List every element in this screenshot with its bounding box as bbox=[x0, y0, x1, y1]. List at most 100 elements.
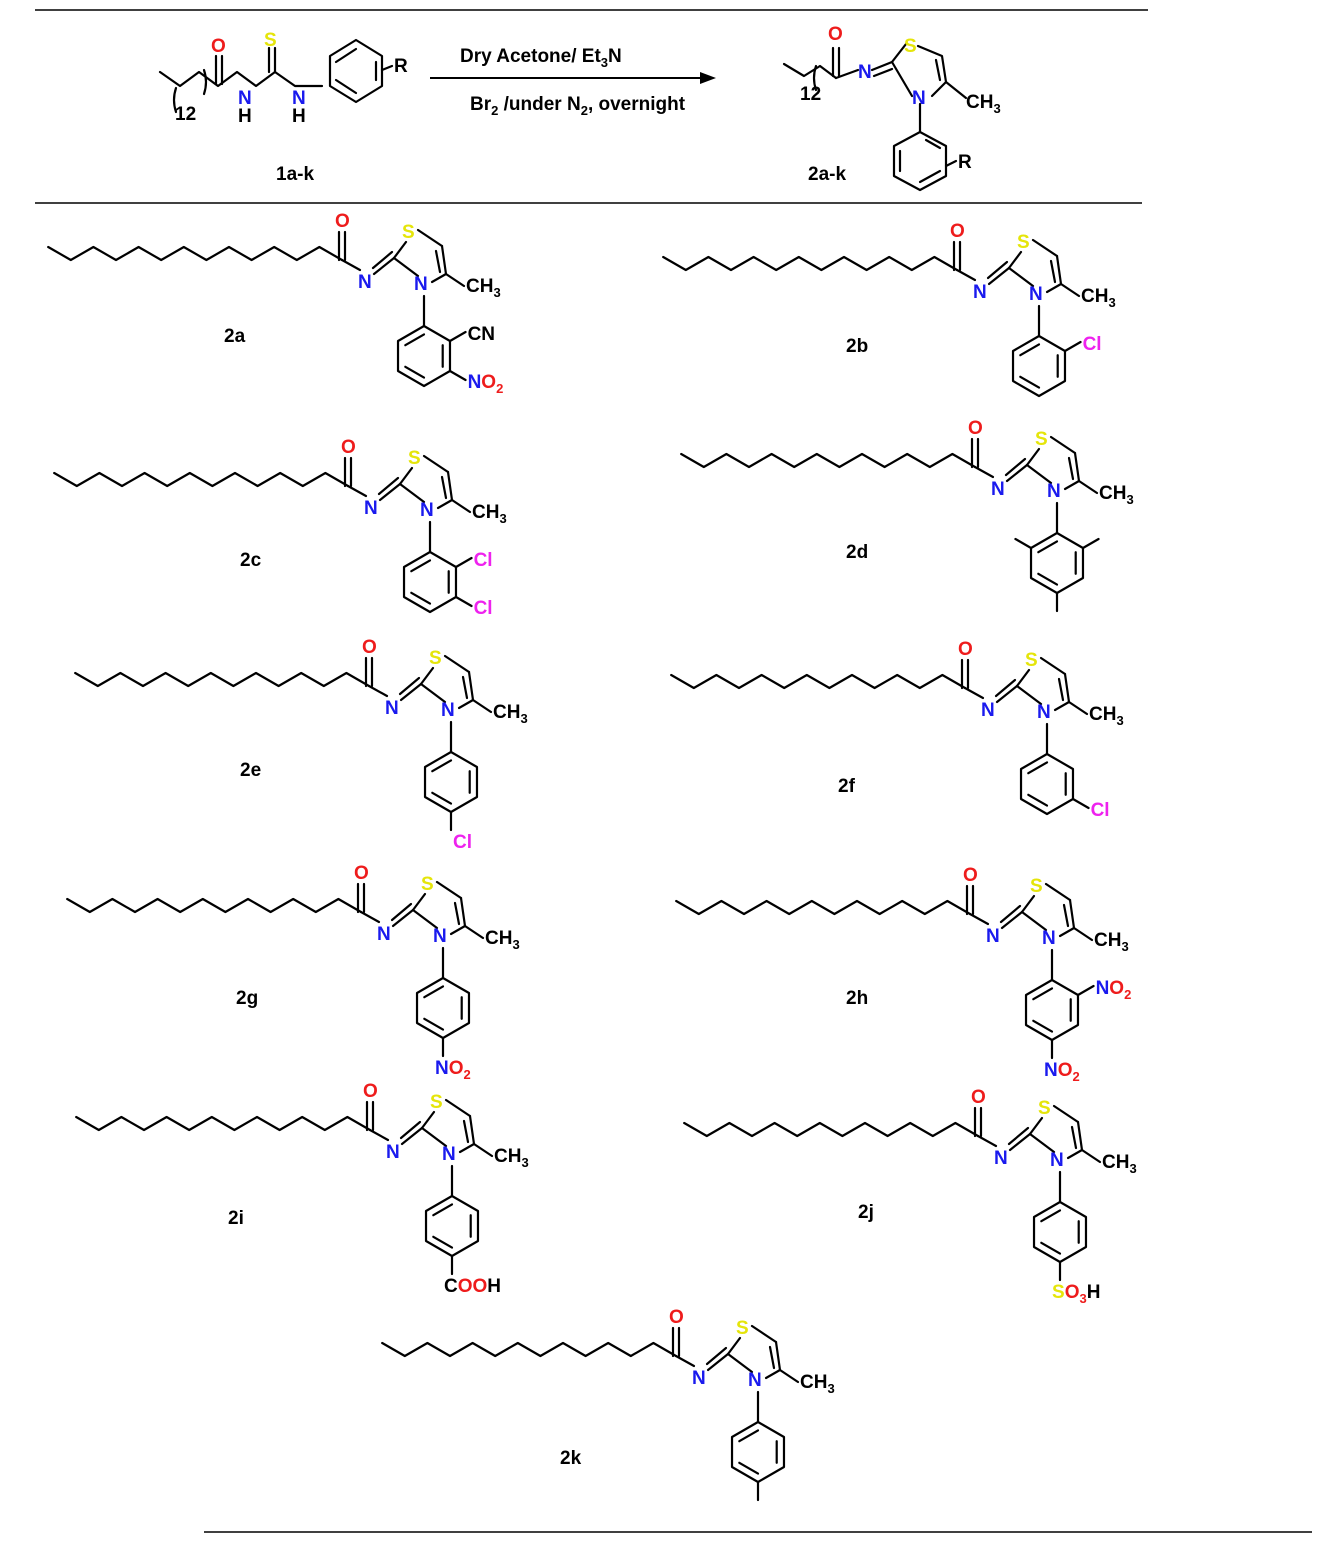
alkyl-chain bbox=[53, 471, 350, 488]
alkyl-chain bbox=[683, 1121, 980, 1138]
methyl-label: CH3 bbox=[472, 502, 507, 526]
r-group-label: R bbox=[394, 56, 408, 77]
methyl-label: CH3 bbox=[800, 1372, 835, 1396]
carbonyl-oxygen-label: O bbox=[968, 418, 983, 439]
carbonyl-oxygen-label: O bbox=[363, 1081, 378, 1102]
methyl-label: CH3 bbox=[1089, 704, 1124, 728]
thiazole-sulfur-label: S bbox=[736, 1318, 749, 1339]
thiazole-nitrogen-label: N bbox=[1042, 928, 1056, 949]
compound-label-2g: 2g bbox=[236, 988, 258, 1009]
methyl-label: CH3 bbox=[1099, 483, 1134, 507]
carbonyl-oxygen-label: O bbox=[669, 1307, 684, 1328]
product-r-group-label: R bbox=[958, 152, 972, 173]
carbonyl-oxygen-label: O bbox=[211, 36, 226, 57]
substituent-cl-0: Cl bbox=[474, 550, 493, 571]
product-oxygen-label: O bbox=[828, 24, 843, 45]
thiazole-nitrogen-label: N bbox=[1047, 481, 1061, 502]
carbonyl-oxygen-label: O bbox=[335, 211, 350, 232]
alkyl-chain bbox=[381, 1341, 678, 1358]
carbonyl-oxygen-label: O bbox=[354, 863, 369, 884]
product-sulfur-label: S bbox=[904, 36, 917, 57]
compound-label-2b: 2b bbox=[846, 336, 868, 357]
substituent-cn-0: CN bbox=[468, 324, 495, 345]
thiazole-nitrogen-label: N bbox=[433, 926, 447, 947]
carbonyl-oxygen-label: O bbox=[950, 221, 965, 242]
thiazole-sulfur-label: S bbox=[429, 648, 442, 669]
thiazole-nitrogen-label: N bbox=[748, 1370, 762, 1391]
thiourea-nitrogen-label: N bbox=[292, 88, 306, 109]
compound-label-2j: 2j bbox=[858, 1202, 874, 1223]
reactant-label: 1a-k bbox=[276, 164, 314, 185]
imine-nitrogen-label: N bbox=[994, 1148, 1008, 1169]
substituent-cl-0: Cl bbox=[453, 832, 472, 853]
carbonyl-oxygen-label: O bbox=[958, 639, 973, 660]
substituent-cl-1: Cl bbox=[474, 598, 493, 619]
imine-nitrogen-label: N bbox=[358, 272, 372, 293]
imine-nitrogen-label: N bbox=[377, 924, 391, 945]
imine-nitrogen-label: N bbox=[386, 1142, 400, 1163]
substituent-cooh-0: COOH bbox=[444, 1276, 501, 1297]
product-label: 2a-k bbox=[808, 164, 846, 185]
thiazole-nitrogen-label: N bbox=[1037, 702, 1051, 723]
thiazole-nitrogen-label: N bbox=[1029, 284, 1043, 305]
conditions-bottom: Br2 /under N2, overnight bbox=[470, 94, 686, 118]
product-ring-nitrogen-label: N bbox=[912, 88, 926, 109]
substituent-so3h-0: SO3H bbox=[1052, 1282, 1100, 1306]
imine-nitrogen-label: N bbox=[364, 498, 378, 519]
amide-nitrogen-label: N bbox=[238, 88, 252, 109]
thiazole-nitrogen-label: N bbox=[442, 1144, 456, 1165]
product-imine-nitrogen-label: N bbox=[858, 62, 872, 83]
alkyl-chain bbox=[670, 673, 967, 690]
amide-hydrogen-label: H bbox=[238, 106, 252, 127]
thiazole-sulfur-label: S bbox=[408, 448, 421, 469]
conditions-top: Dry Acetone/ Et3N bbox=[460, 46, 622, 70]
phenyl-ring bbox=[1019, 752, 1075, 816]
methyl-label: CH3 bbox=[1081, 286, 1116, 310]
substituent-no2-0: NO2 bbox=[1096, 978, 1132, 1002]
imine-nitrogen-label: N bbox=[692, 1368, 706, 1389]
reactant-structure: O S N H N H R 12 bbox=[158, 30, 408, 127]
alkyl-chain bbox=[66, 897, 363, 914]
alkyl-chain bbox=[680, 452, 977, 469]
substituent-cl-0: Cl bbox=[1083, 334, 1102, 355]
thione-sulfur-label: S bbox=[264, 30, 277, 51]
carbonyl-oxygen-label: O bbox=[362, 637, 377, 658]
alkyl-chain bbox=[74, 671, 371, 688]
substituent-cl-0: Cl bbox=[1091, 800, 1110, 821]
thiazole-nitrogen-label: N bbox=[441, 700, 455, 721]
alkyl-chain bbox=[662, 255, 959, 272]
methyl-label: CH3 bbox=[1094, 930, 1129, 954]
carbonyl-oxygen-label: O bbox=[341, 437, 356, 458]
methyl-label: CH3 bbox=[1102, 1152, 1137, 1176]
thiazole-nitrogen-label: N bbox=[414, 274, 428, 295]
chain-repeat-label: 12 bbox=[175, 104, 196, 125]
methyl-label: CH3 bbox=[485, 928, 520, 952]
thiazole-sulfur-label: S bbox=[1030, 876, 1043, 897]
carbonyl-oxygen-label: O bbox=[971, 1087, 986, 1108]
compound-label-2i: 2i bbox=[228, 1208, 244, 1229]
imine-nitrogen-label: N bbox=[385, 698, 399, 719]
substituent-no2-1: NO2 bbox=[1044, 1060, 1080, 1084]
substituent-no2-0: NO2 bbox=[435, 1058, 471, 1082]
thiazole-sulfur-label: S bbox=[1038, 1098, 1051, 1119]
compound-label-2d: 2d bbox=[846, 542, 868, 563]
thiazole-sulfur-label: S bbox=[402, 222, 415, 243]
compound-label-2h: 2h bbox=[846, 988, 868, 1009]
imine-nitrogen-label: N bbox=[973, 282, 987, 303]
imine-nitrogen-label: N bbox=[986, 926, 1000, 947]
thiourea-hydrogen-label: H bbox=[292, 106, 306, 127]
substituent-no2-1: NO2 bbox=[468, 372, 504, 396]
imine-nitrogen-label: N bbox=[981, 700, 995, 721]
thiazole-sulfur-label: S bbox=[421, 874, 434, 895]
product-chain-repeat-label: 12 bbox=[800, 84, 821, 105]
compound-label-2e: 2e bbox=[240, 760, 261, 781]
